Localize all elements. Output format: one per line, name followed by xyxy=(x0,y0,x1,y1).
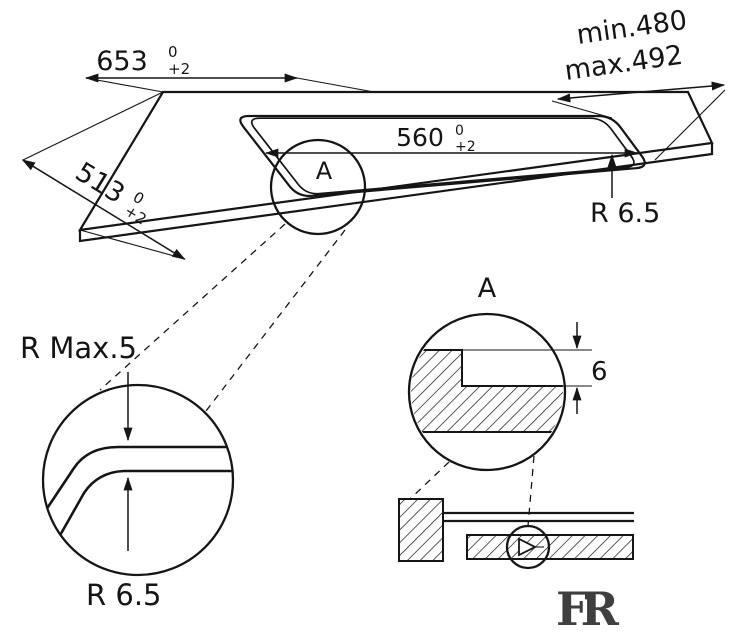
detail-a-leader-2 xyxy=(527,455,535,527)
dim-depth-value: 513 xyxy=(70,157,130,210)
dim-cutout-depth-ext-left xyxy=(551,100,613,119)
detail-a-view: A 6 xyxy=(398,273,634,570)
recess-depth-value: 6 xyxy=(591,357,608,387)
dim-cutout-depth-ext-right xyxy=(654,89,726,161)
dim-width-ext-right xyxy=(296,77,375,93)
dim-width-tol-lower: +2 xyxy=(168,60,190,78)
corner-detail-view: R Max.5 R 6.5 xyxy=(20,331,235,612)
radius-label: R 6.5 xyxy=(86,578,162,612)
mounting-section xyxy=(398,455,634,570)
dim-depth: 513 0 +2 xyxy=(21,91,186,260)
cutout-inner-edge xyxy=(250,117,635,195)
dim-cutout-width: 560 0 +2 xyxy=(264,123,639,158)
detail-a-section xyxy=(411,349,563,433)
dim-depth-ext-top xyxy=(22,91,164,161)
detail-a-hatched-step xyxy=(411,349,563,433)
callout-a-label: A xyxy=(316,157,333,185)
dim-recess-depth: 6 xyxy=(462,322,608,414)
dim-width-tol-upper: 0 xyxy=(168,43,178,61)
seal-triangle-icon xyxy=(518,537,538,557)
dim-width-value: 653 xyxy=(96,46,148,77)
dim-cutout-depth: min.480 max.492 xyxy=(551,5,726,161)
corner-profile-outer-line xyxy=(52,469,232,547)
dim-width-ext-left xyxy=(85,77,164,93)
callout-a-leader-2 xyxy=(205,229,346,412)
detail-a-leader-1 xyxy=(409,461,450,500)
detail-a-circle xyxy=(407,312,567,472)
callout-a-leader-1 xyxy=(99,223,286,391)
radius-max-label: R Max.5 xyxy=(20,331,137,365)
brand-logo: FR xyxy=(556,582,620,636)
corner-detail-circle xyxy=(41,383,235,577)
corner-profile-inner-line xyxy=(44,445,232,517)
dim-cutout-width-value: 560 xyxy=(396,123,444,152)
section-left-hatched xyxy=(398,498,444,562)
corner-radius-callout: R 6.5 xyxy=(590,153,660,229)
dim-depth-line xyxy=(21,159,186,260)
corner-detail-profile xyxy=(44,445,232,547)
cutout-outline xyxy=(239,114,646,198)
callout-a-circle xyxy=(269,138,367,236)
dim-cutout-width-tol-upper: 0 xyxy=(455,123,464,139)
callout-a: A xyxy=(99,138,367,412)
detail-a-title: A xyxy=(478,273,497,304)
dim-cutout-width-tol-lower: +2 xyxy=(455,139,476,155)
dim-width: 653 0 +2 xyxy=(84,43,375,93)
dim-cutout-depth-line xyxy=(556,81,726,103)
corner-radius-label: R 6.5 xyxy=(590,198,660,229)
